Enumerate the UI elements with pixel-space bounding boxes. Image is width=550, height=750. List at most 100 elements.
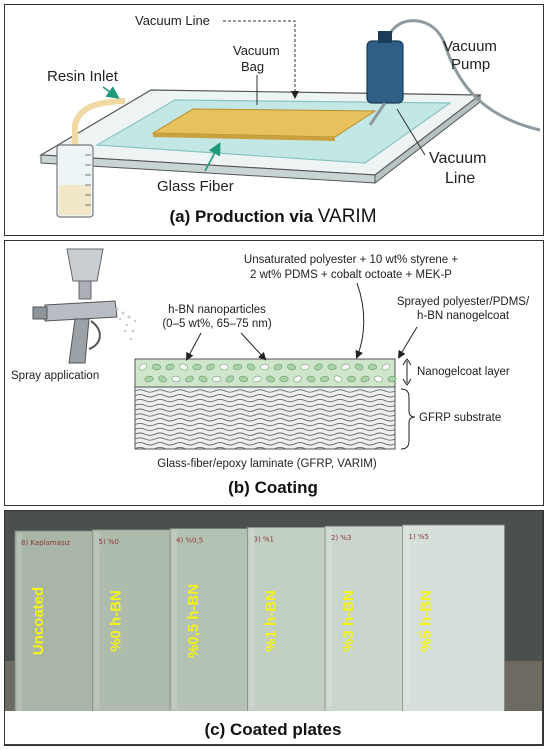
plate-handwriting: 1) %5 bbox=[409, 533, 430, 541]
hbn-particle bbox=[293, 375, 302, 383]
fiber-line bbox=[135, 398, 395, 403]
hbn-particle bbox=[279, 375, 289, 383]
plate-label: Uncoated bbox=[30, 587, 47, 655]
fiber-line bbox=[135, 418, 395, 422]
fiber-line bbox=[135, 389, 395, 393]
hbn-particles bbox=[138, 363, 397, 383]
hbn-particle bbox=[260, 363, 269, 371]
hbn-particle bbox=[246, 363, 256, 371]
hbn-particle bbox=[233, 363, 242, 371]
label-resin-1: Unsaturated polyester + 10 wt% styrene + bbox=[244, 254, 458, 266]
hbn-particle bbox=[333, 375, 343, 383]
plate-label: %0 h-BN bbox=[108, 590, 125, 652]
hbn-particle bbox=[300, 363, 310, 371]
hbn-particle bbox=[185, 375, 194, 383]
hbn-particle bbox=[158, 375, 167, 383]
hbn-particle bbox=[219, 363, 229, 371]
label-resin-inlet: Resin Inlet bbox=[47, 68, 119, 85]
hbn-particle bbox=[381, 363, 391, 371]
plate-handwriting: 2) %3 bbox=[331, 534, 352, 542]
plate-handwriting: 8) Kaplamasız bbox=[21, 539, 71, 547]
label-vacuum-pump-2: Pump bbox=[451, 56, 490, 73]
plate-handwriting: 3) %1 bbox=[254, 535, 275, 543]
label-resin-2: 2 wt% PDMS + cobalt octoate + MEK-P bbox=[250, 269, 452, 281]
coated-plate: 1) %5 %5 h-BN bbox=[402, 524, 505, 714]
hbn-particle bbox=[287, 363, 296, 371]
glass-fiber-stack bbox=[151, 108, 377, 138]
hbn-particle bbox=[206, 363, 215, 371]
label-nanogelcoat-layer: Nanogelcoat layer bbox=[417, 366, 510, 378]
hbn-particle bbox=[239, 375, 248, 383]
hbn-particle bbox=[320, 375, 329, 383]
hbn-particle bbox=[171, 375, 181, 383]
label-sprayed-2: h-BN nanogelcoat bbox=[417, 310, 510, 322]
label-laminate: Glass-fiber/epoxy laminate (GFRP, VARIM) bbox=[157, 458, 377, 470]
label-vacuum-line-right-1: Vacuum bbox=[429, 150, 487, 167]
fiber-line bbox=[135, 408, 395, 412]
hbn-particle bbox=[341, 363, 350, 371]
fiber-line bbox=[135, 427, 395, 432]
fiber-line bbox=[135, 422, 395, 427]
spray-mist bbox=[115, 307, 137, 341]
plate-label: %1 h-BN bbox=[263, 590, 280, 652]
label-vacuum-bag-2: Bag bbox=[241, 59, 264, 74]
fiber-line bbox=[135, 442, 395, 446]
varim-illustration: Vacuum Line Vacuum Bag Vacuum Pump Resin… bbox=[39, 13, 541, 227]
hbn-particle bbox=[354, 363, 364, 371]
hbn-particle bbox=[212, 375, 221, 383]
caption-a: (a) Production via VARIM bbox=[169, 206, 376, 227]
hbn-particle bbox=[360, 375, 370, 383]
hbn-particle bbox=[144, 375, 154, 383]
vacuum-line-hose bbox=[387, 19, 541, 132]
hbn-particle bbox=[374, 375, 383, 383]
plate-label: %3 h-BN bbox=[340, 590, 357, 652]
hbn-particle bbox=[252, 375, 262, 383]
vacuum-pump bbox=[366, 40, 404, 104]
label-hbn-1: h-BN nanoparticles bbox=[168, 304, 266, 316]
spray-gun-icon bbox=[32, 248, 118, 364]
fiber-line bbox=[135, 413, 395, 417]
hbn-particle bbox=[198, 375, 208, 383]
caption-c: (c) Coated plates bbox=[205, 720, 342, 739]
plate-label: %5 h-BN bbox=[418, 590, 435, 652]
label-hbn-2: (0–5 wt%, 65–75 nm) bbox=[162, 318, 271, 330]
fiber-line bbox=[135, 437, 395, 441]
label-vacuum-pump-1: Vacuum bbox=[443, 38, 497, 55]
label-spray-application: Spray application bbox=[11, 370, 99, 382]
fiber-line bbox=[135, 446, 395, 449]
label-vacuum-line-top: Vacuum Line bbox=[135, 13, 210, 28]
label-gfrp-substrate: GFRP substrate bbox=[419, 412, 501, 424]
nanogelcoat-layer bbox=[134, 358, 396, 388]
coating-diagram: Spray application Unsaturated polyester … bbox=[11, 248, 530, 497]
caption-b: (b) Coating bbox=[228, 478, 318, 497]
hbn-particle bbox=[306, 375, 316, 383]
resin-inlet-tube bbox=[72, 98, 126, 205]
hbn-particle bbox=[387, 375, 397, 383]
hbn-particle bbox=[368, 363, 377, 371]
fiber-weave-lines bbox=[135, 389, 395, 449]
hbn-particle bbox=[165, 363, 175, 371]
panel-coating: Spray application Unsaturated polyester … bbox=[4, 240, 544, 506]
plate-handwriting: 5) %0 bbox=[99, 538, 120, 546]
fiber-line bbox=[135, 403, 395, 408]
plate-label: %0,5 h-BN bbox=[185, 584, 202, 658]
hbn-particle bbox=[152, 363, 161, 371]
hbn-particle bbox=[327, 363, 337, 371]
fiber-line bbox=[135, 432, 395, 436]
panel-production-varim: Vacuum Line Vacuum Bag Vacuum Pump Resin… bbox=[4, 4, 544, 236]
label-vacuum-line-right-2: Line bbox=[445, 170, 475, 187]
plate-surface bbox=[402, 524, 505, 714]
hbn-particle bbox=[314, 363, 323, 371]
label-vacuum-bag-1: Vacuum bbox=[233, 43, 280, 58]
hbn-particle bbox=[179, 363, 188, 371]
hbn-particle bbox=[347, 375, 356, 383]
plate-handwriting: 4) %0,5 bbox=[176, 537, 203, 545]
label-glass-fiber: Glass Fiber bbox=[157, 178, 234, 195]
hbn-particle bbox=[225, 375, 235, 383]
hbn-particle bbox=[138, 363, 148, 371]
hbn-particle bbox=[273, 363, 283, 371]
fiber-line bbox=[135, 394, 395, 398]
